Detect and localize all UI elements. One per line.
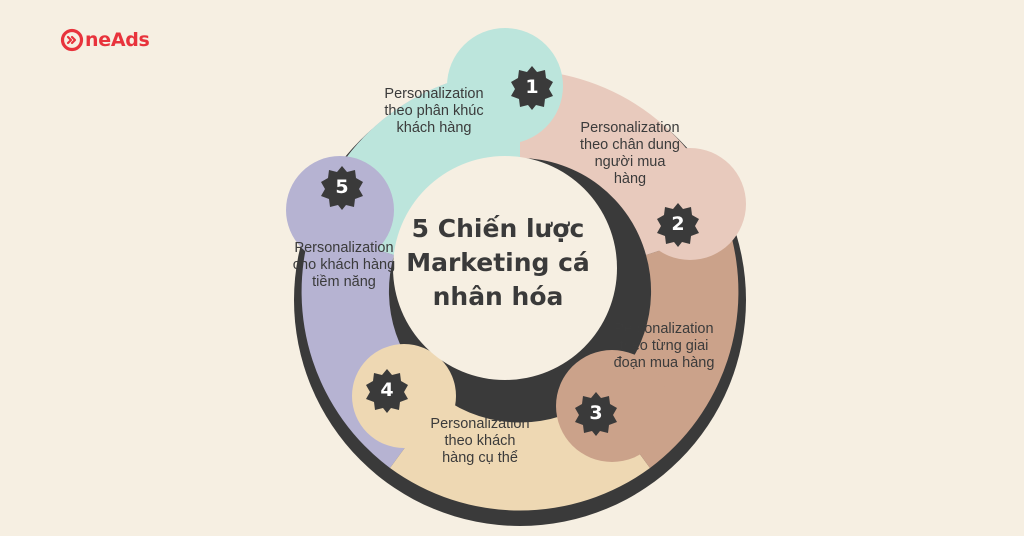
step-5-badge: 5 xyxy=(319,164,365,210)
bulge-1 xyxy=(447,28,563,144)
badge-star-icon xyxy=(657,203,699,247)
step-4-number: 4 xyxy=(380,379,394,401)
badge-star-icon xyxy=(321,166,363,210)
step-4-badge: 4 xyxy=(364,367,410,413)
step-2-number: 2 xyxy=(671,213,685,235)
badge-star-icon xyxy=(575,392,617,436)
step-2-label: Personalization theo chân dung người mua… xyxy=(580,120,680,187)
bulge-5 xyxy=(286,156,394,264)
badge-star-icon xyxy=(511,66,553,110)
step-3-number: 3 xyxy=(589,402,603,424)
diagram-title: 5 Chiến lược Marketing cá nhân hóa xyxy=(406,214,590,311)
badge-star-icon xyxy=(366,369,408,413)
step-2-badge: 2 xyxy=(655,201,701,247)
step-3-label: Personalization theo từng giai đoạn mua … xyxy=(613,321,715,371)
logo-o-icon xyxy=(60,28,84,52)
step-1-badge: 1 xyxy=(509,64,555,110)
step-1-number: 1 xyxy=(525,76,539,98)
inner-circle xyxy=(393,156,617,380)
step-5-number: 5 xyxy=(335,176,349,198)
brand-logo: neAds xyxy=(60,28,150,52)
step-3-badge: 3 xyxy=(573,390,619,436)
step-4-label: Personalization theo khách hàng cụ thể xyxy=(430,416,530,466)
brand-name: neAds xyxy=(85,29,150,51)
step-5-label: Personalization cho khách hàng tiềm năng xyxy=(292,240,396,290)
step-1-label: Personalization theo phân khúc khách hàn… xyxy=(384,86,484,136)
